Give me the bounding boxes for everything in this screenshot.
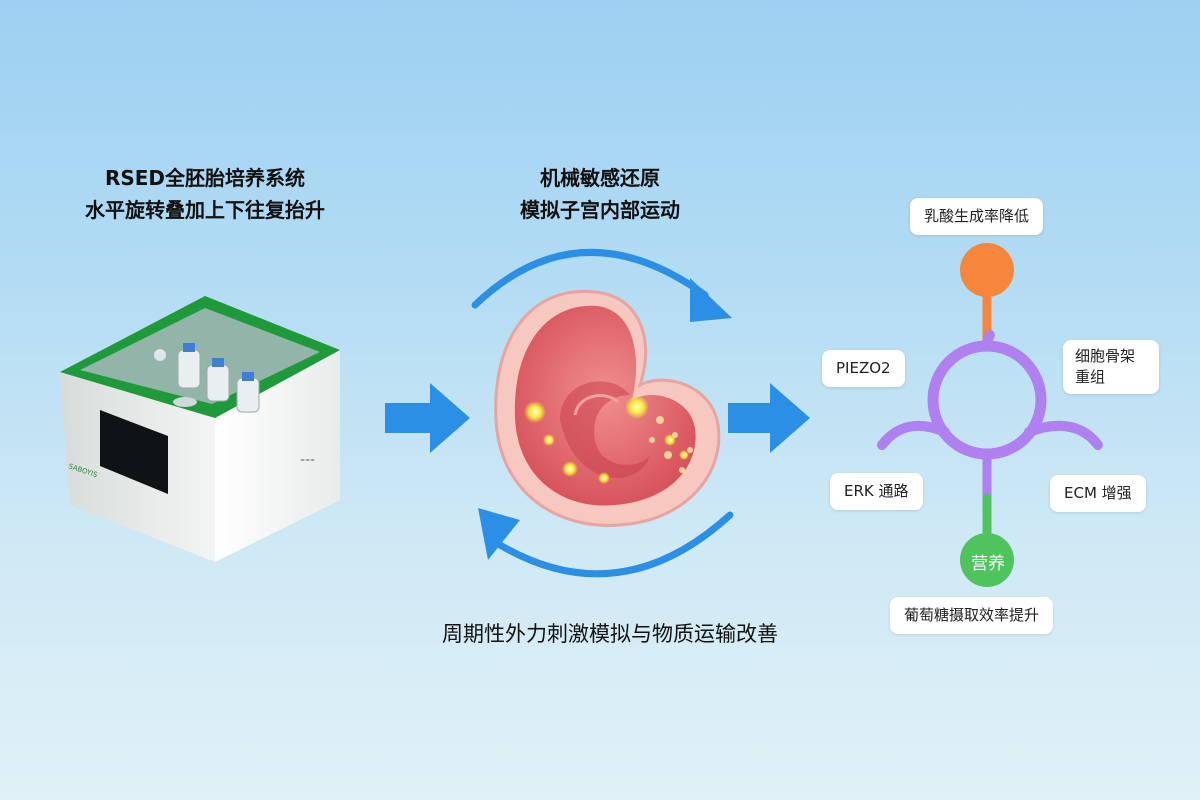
glucose-uptake-label: 葡萄糖摄取效率提升 [890,597,1054,634]
rotation-arc-bottom [496,511,734,578]
device-logo-mark: ≈≈≈ [300,457,315,464]
ecm-label: ECM 增强 [1050,475,1146,512]
rotation-arrowhead-bottom [478,508,520,560]
mechanism-title-line1: 机械敏感还原 [540,166,660,190]
uterus-illustration [494,289,721,527]
central-ring [927,340,1047,460]
rotation-arc-top [471,248,709,309]
device-title-line2: 水平旋转叠加上下往复抬升 [85,198,325,222]
nutrition-node [960,533,1014,587]
arrow-right-2 [728,383,810,453]
device-title: RSED全胚胎培养系统 水平旋转叠加上下往复抬升 [55,162,355,226]
lactate-label: 乳酸生成率降低 [910,198,1044,235]
arrow-right-1 [385,383,470,453]
culture-device: SABOYIS ≈≈≈ [60,296,340,562]
arm-lower-right [1024,420,1103,450]
cytoskeleton-label: 细胞骨架重组 [1063,340,1159,394]
nutrition-node-label: 营养 [971,554,1005,574]
bottom-caption: 周期性外力刺激模拟与物质运输改善 [442,622,778,646]
lactate-node [960,243,1014,297]
arm-lower-left [877,420,950,450]
mechanism-title-line2: 模拟子宫内部运动 [520,198,680,222]
piezo2-label: PIEZO2 [822,350,905,387]
culture-bottles [154,343,260,413]
rotation-arrowhead-top [690,278,732,322]
device-screen [100,410,168,494]
signaling-network [877,243,1103,587]
erk-pathway-label: ERK 通路 [830,473,923,510]
mechanism-title: 机械敏感还原 模拟子宫内部运动 [450,162,750,226]
device-title-line1: RSED全胚胎培养系统 [104,166,306,190]
